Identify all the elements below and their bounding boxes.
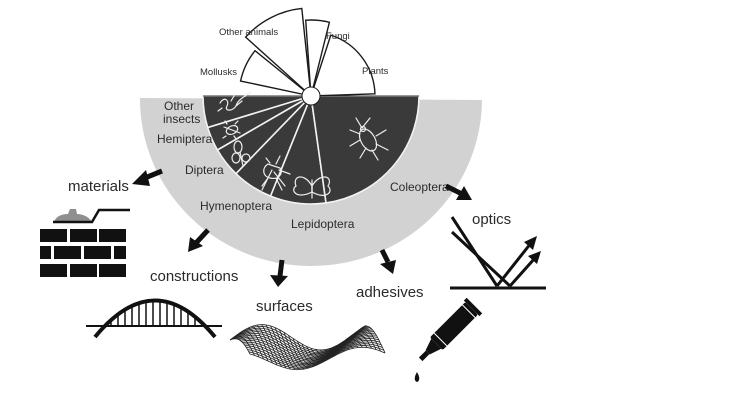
mesh-line: [279, 329, 300, 370]
other-groups-fan: [239, 7, 376, 98]
label-other-insects-line1: Other: [164, 99, 194, 113]
mesh-line: [301, 343, 322, 363]
mesh-line: [243, 330, 264, 360]
arrow-to-optics: [444, 183, 472, 200]
mesh-line: [319, 349, 341, 354]
arrow-to-adhesives: [379, 248, 396, 274]
mesh-line: [306, 346, 327, 361]
label-hymenoptera: Hymenoptera: [200, 199, 272, 213]
label-diptera: Diptera: [185, 163, 224, 177]
mesh-line: [351, 333, 372, 349]
mesh-line: [252, 325, 273, 364]
fan-wedge-fungi: [304, 19, 331, 97]
mesh-line: [229, 338, 251, 355]
mesh-line: [238, 332, 260, 358]
fan-wedge-other-animals: [244, 7, 312, 98]
mesh-line: [270, 325, 291, 370]
beetle-icon: [349, 117, 389, 161]
label-materials: materials: [68, 178, 129, 195]
glue-drop-icon: [414, 372, 420, 382]
label-fungi: Fungi: [326, 31, 350, 42]
label-mollusks: Mollusks: [200, 67, 237, 78]
mesh-line: [261, 324, 282, 367]
arch-bridge-icon: [86, 298, 222, 339]
mesh-line: [328, 347, 350, 350]
butterfly-icon: [293, 176, 331, 199]
label-constructions: constructions: [150, 268, 238, 285]
label-other-insects-line2: insects: [163, 112, 200, 126]
arrow-to-materials: [132, 168, 163, 186]
mesh-line: [346, 336, 368, 348]
mortar-icon: [54, 209, 92, 222]
label-hemiptera: Hemiptera: [157, 132, 213, 146]
wavy-mesh-surface-icon: [229, 324, 386, 371]
mesh-line: [342, 339, 363, 348]
fly-icon: [231, 140, 251, 167]
arrow-to-constructions: [188, 228, 210, 252]
glue-tube-icon: [418, 297, 483, 362]
brick-wall-icon: [40, 208, 130, 277]
fan-wedge-plants: [310, 34, 376, 97]
label-optics: optics: [472, 211, 511, 228]
mesh-line: [360, 328, 381, 352]
mesh-line: [364, 325, 386, 354]
mesh-line: [355, 330, 377, 350]
mesh-line: [333, 344, 354, 349]
mesh-line: [283, 332, 305, 370]
mesh-line: [288, 335, 309, 369]
mesh-line: [234, 335, 255, 356]
mesh-line: [265, 324, 287, 369]
arrow-to-surfaces: [270, 259, 288, 287]
fan-wedge-mollusks: [239, 49, 312, 97]
generic-insect-icon: [217, 91, 252, 112]
center-hub: [301, 86, 321, 106]
label-plants: Plants: [362, 66, 389, 77]
mesh-line: [324, 349, 345, 352]
mesh-line: [256, 324, 278, 366]
mesh-line: [310, 347, 331, 359]
wasp-icon: [261, 155, 291, 191]
mesh-line: [292, 338, 314, 367]
bug-icon: [222, 120, 241, 140]
mesh-line: [297, 341, 318, 366]
label-other-animals: Other animals: [219, 27, 278, 38]
mesh-line: [315, 349, 336, 357]
label-surfaces: surfaces: [256, 298, 313, 315]
label-coleoptera: Coleoptera: [390, 180, 449, 194]
mesh-line: [247, 327, 269, 362]
label-lepidoptera: Lepidoptera: [291, 217, 355, 231]
light-reflection-icon: [450, 216, 546, 290]
mesh-line: [274, 327, 296, 370]
label-adhesives: adhesives: [356, 284, 424, 301]
trowel-icon: [53, 208, 130, 224]
mesh-line: [337, 341, 359, 348]
